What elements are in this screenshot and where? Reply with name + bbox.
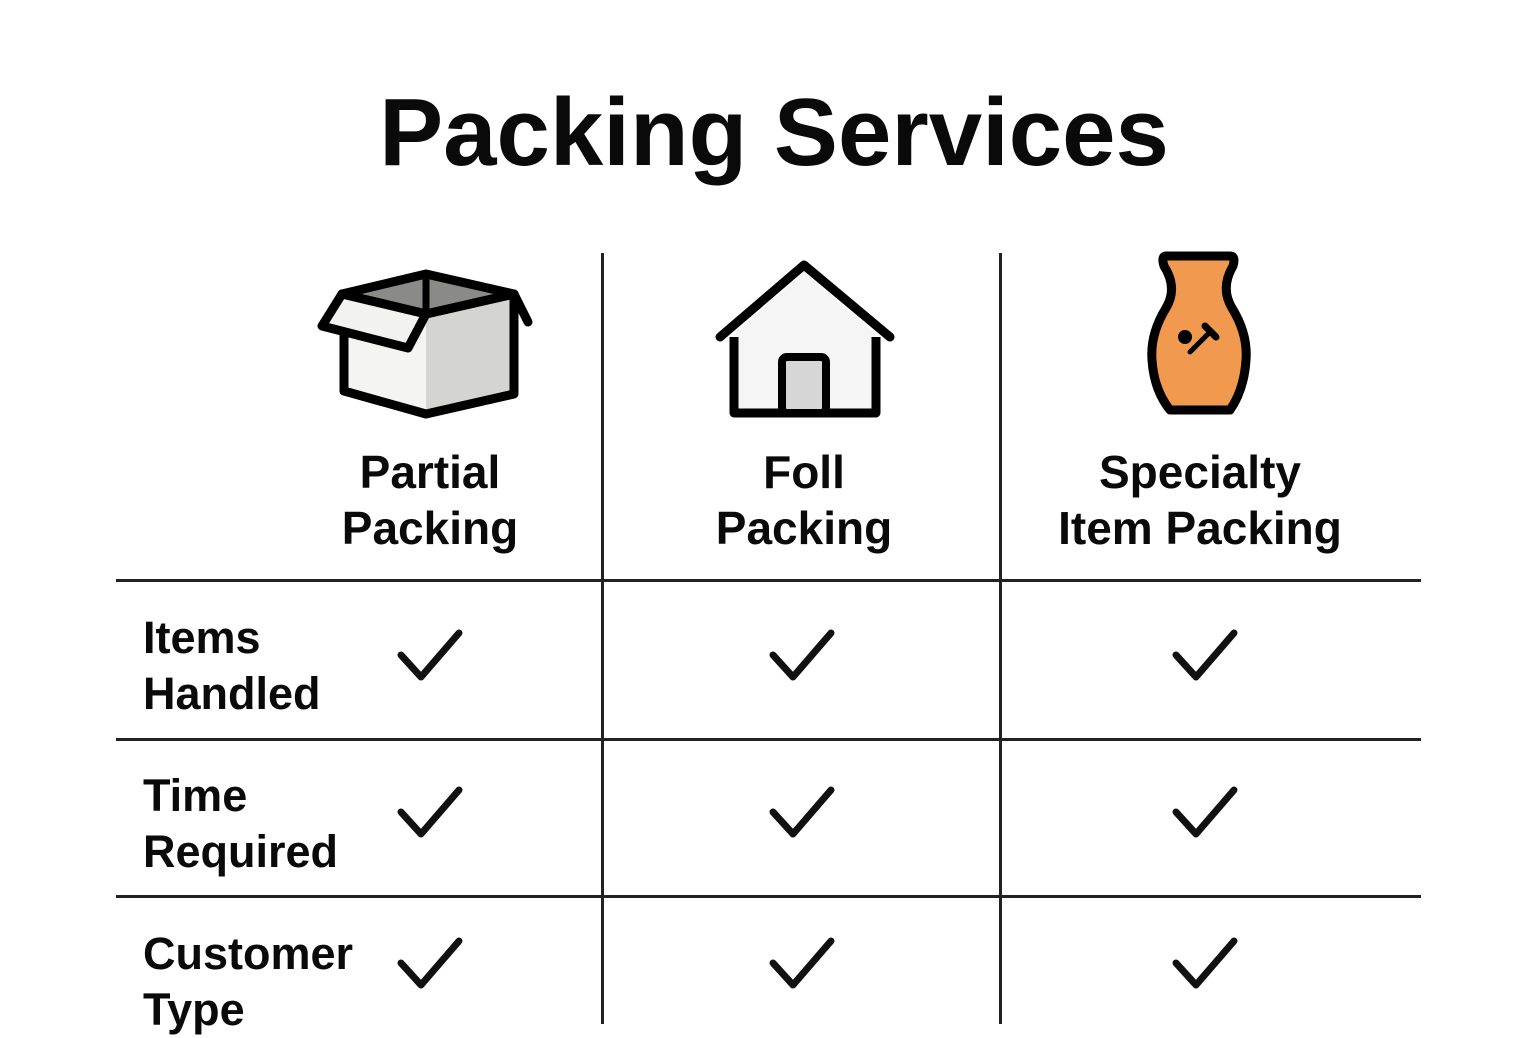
column-divider — [999, 253, 1002, 1024]
check-icon — [397, 786, 463, 838]
check-icon — [769, 786, 835, 838]
check-icon — [397, 937, 463, 989]
row-divider — [116, 738, 1421, 741]
column-header-line: Foll — [763, 446, 845, 498]
check-icon — [1172, 937, 1238, 989]
column-header-line: Packing — [715, 502, 893, 554]
page-title: Packing Services — [379, 79, 1169, 186]
row-label-time-required: Time Required — [143, 768, 338, 880]
column-divider — [601, 253, 604, 1024]
row-label-line: Time — [143, 770, 248, 821]
column-header-line: Item Packing — [1058, 502, 1342, 554]
column-header-full-packing: Foll Packing — [674, 444, 934, 556]
row-divider — [116, 579, 1421, 582]
check-icon — [397, 629, 463, 681]
column-header-line: Partial — [359, 446, 501, 498]
check-icon — [1172, 786, 1238, 838]
row-label-line: Customer — [143, 928, 354, 979]
row-label-line: Items — [143, 612, 261, 663]
check-icon — [1172, 629, 1238, 681]
check-icon — [769, 629, 835, 681]
row-label-line: Handled — [143, 668, 321, 719]
check-icon — [769, 937, 835, 989]
column-header-line: Specialty — [1099, 446, 1301, 498]
column-header-partial-packing: Partial Packing — [300, 444, 560, 556]
open-box-icon — [317, 269, 533, 419]
row-label-line: Type — [143, 984, 245, 1035]
column-header-specialty-item-packing: Specialty Item Packing — [1030, 444, 1370, 556]
column-header-line: Packing — [341, 502, 519, 554]
vase-icon — [1147, 251, 1251, 415]
row-label-items-handled: Items Handled — [143, 610, 321, 722]
row-divider — [116, 895, 1421, 898]
row-label-line: Required — [143, 826, 339, 877]
row-label-customer-type: Customer Type — [143, 926, 353, 1038]
house-icon — [715, 260, 895, 418]
